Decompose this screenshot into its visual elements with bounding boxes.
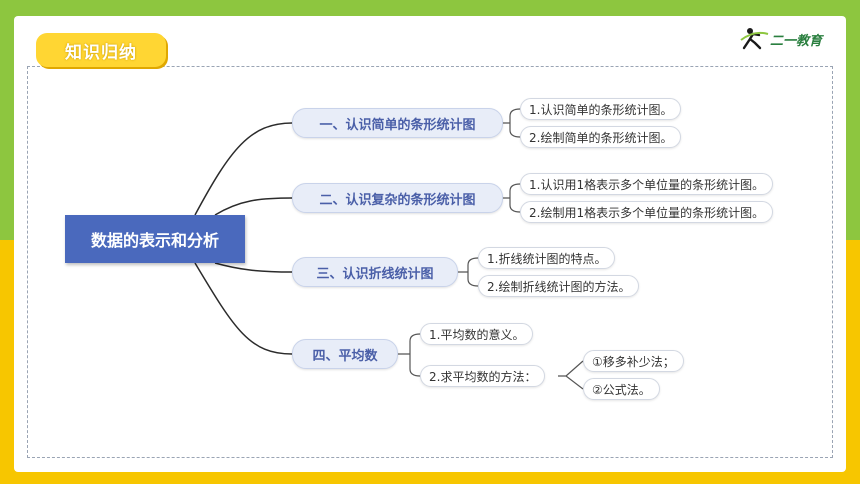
leaf-label: ①移多补少法； xyxy=(592,354,675,369)
branch-node-3: 三、认识折线统计图 xyxy=(292,257,458,287)
connector-method-subleaves xyxy=(558,360,584,390)
leaf-node: 2.求平均数的方法： xyxy=(420,365,546,387)
section-title-tab: 知识归纳 xyxy=(36,33,166,67)
connector-branch-4-leaves xyxy=(398,333,421,377)
connector-root-branch-2 xyxy=(214,197,293,216)
brand-name: 二一教育 xyxy=(770,33,824,49)
leaf-node: 1.认识用1格表示多个单位量的条形统计图。 xyxy=(520,173,774,195)
leaf-label: 1.认识用1格表示多个单位量的条形统计图。 xyxy=(529,177,765,192)
branch-label: 二、认识复杂的条形统计图 xyxy=(319,192,476,208)
branch-label: 一、认识简单的条形统计图 xyxy=(319,117,476,133)
mindmap-root-node: 数据的表示和分析 xyxy=(65,215,245,263)
branch-node-1: 一、认识简单的条形统计图 xyxy=(292,108,503,138)
leaf-node: 2.绘制用1格表示多个单位量的条形统计图。 xyxy=(520,201,774,223)
leaf-label: 2.绘制用1格表示多个单位量的条形统计图。 xyxy=(529,205,765,220)
connector-root-branch-3 xyxy=(214,262,293,273)
section-title: 知识归纳 xyxy=(65,42,137,63)
root-label: 数据的表示和分析 xyxy=(90,231,219,250)
subleaf-node: ②公式法。 xyxy=(583,378,660,400)
runner-icon xyxy=(740,28,769,50)
leaf-node: 1.平均数的意义。 xyxy=(420,323,534,345)
connector-root-branch-4 xyxy=(194,262,293,355)
leaf-label: 1.折线统计图的特点。 xyxy=(487,251,607,266)
leaf-label: 2.求平均数的方法： xyxy=(429,369,537,384)
branch-node-2: 二、认识复杂的条形统计图 xyxy=(292,183,503,213)
branch-node-4: 四、平均数 xyxy=(292,339,398,369)
connector-branch-2-leaves xyxy=(503,183,521,213)
brand-logo: 二一教育 xyxy=(740,28,824,50)
leaf-label: ②公式法。 xyxy=(592,382,651,397)
branch-label: 四、平均数 xyxy=(312,348,378,364)
content-frame xyxy=(27,66,833,458)
leaf-node: 2.绘制折线统计图的方法。 xyxy=(478,275,640,297)
leaf-label: 1.认识简单的条形统计图。 xyxy=(529,102,673,117)
branch-label: 三、认识折线统计图 xyxy=(316,266,434,282)
connector-branch-1-leaves xyxy=(503,108,521,138)
connector-root-branch-1 xyxy=(194,122,293,216)
leaf-label: 2.绘制折线统计图的方法。 xyxy=(487,279,631,294)
leaf-node: 1.认识简单的条形统计图。 xyxy=(520,98,682,120)
subleaf-node: ①移多补少法； xyxy=(583,350,684,372)
leaf-node: 1.折线统计图的特点。 xyxy=(478,247,616,269)
leaf-label: 2.绘制简单的条形统计图。 xyxy=(529,130,673,145)
connector-branch-3-leaves xyxy=(458,257,479,287)
leaf-label: 1.平均数的意义。 xyxy=(429,327,525,342)
leaf-node: 2.绘制简单的条形统计图。 xyxy=(520,126,682,148)
